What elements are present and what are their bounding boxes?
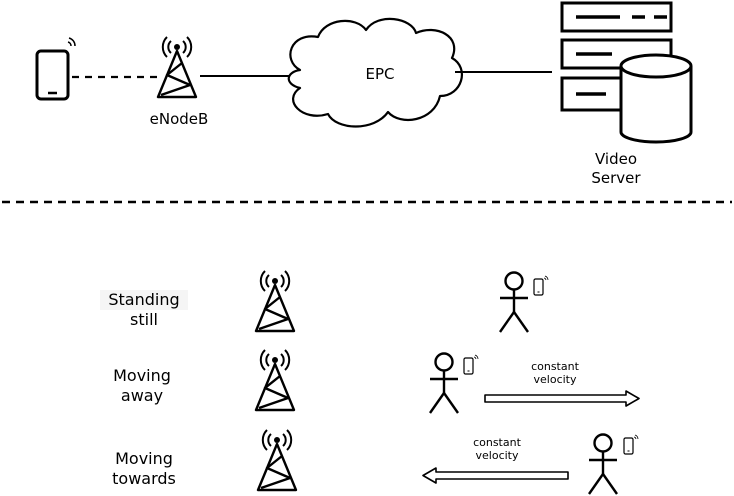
scenario2-arrow-right-icon xyxy=(484,390,640,407)
mobile-phone-icon xyxy=(35,37,76,101)
scenario1-label-line2: still xyxy=(130,310,158,329)
epc-cloud-icon xyxy=(287,17,463,128)
enodeb-tower-icon xyxy=(156,35,198,99)
scenario1-label: Standing still xyxy=(100,290,188,330)
video-server-label-line1: Video xyxy=(594,150,638,168)
scenario3-label-line1: Moving xyxy=(115,449,173,468)
scenario2-phone-icon xyxy=(463,354,479,375)
scenario2-label: Moving away xyxy=(98,366,186,406)
scenario3-person-icon xyxy=(587,433,619,496)
scenario1-person-icon xyxy=(498,271,530,334)
scenario3-label-line2: towards xyxy=(112,469,176,488)
enodeb-label: eNodeB xyxy=(149,110,209,128)
scenario3-arrow-left-icon xyxy=(422,467,569,484)
scenario2-arrow-label: constant velocity xyxy=(510,360,600,386)
scenario2-arrow-label-line2: velocity xyxy=(533,373,577,387)
scenario3-tower-icon xyxy=(256,428,298,492)
scenario2-label-line1: Moving xyxy=(113,366,171,385)
scenario3-arrow-label-line2: velocity xyxy=(475,449,519,463)
scenario1-tower-icon xyxy=(254,269,296,333)
scenario3-arrow-label: constant velocity xyxy=(452,436,542,462)
scenario3-label: Moving towards xyxy=(100,449,188,489)
scenario2-label-line2: away xyxy=(120,386,164,405)
scenario2-tower-icon xyxy=(254,348,296,412)
epc-label: EPC xyxy=(365,65,395,83)
scenario3-phone-icon xyxy=(623,434,639,455)
scenario1-phone-icon xyxy=(533,275,549,296)
scenario2-arrow-label-line1: constant xyxy=(531,360,579,373)
video-server-icon xyxy=(560,1,693,144)
video-server-label: Video Server xyxy=(572,150,660,188)
scenario2-person-icon xyxy=(428,352,460,415)
scenario3-arrow-label-line1: constant xyxy=(473,436,521,449)
video-server-label-line2: Server xyxy=(591,168,641,187)
scenario1-label-line1: Standing xyxy=(100,290,188,310)
